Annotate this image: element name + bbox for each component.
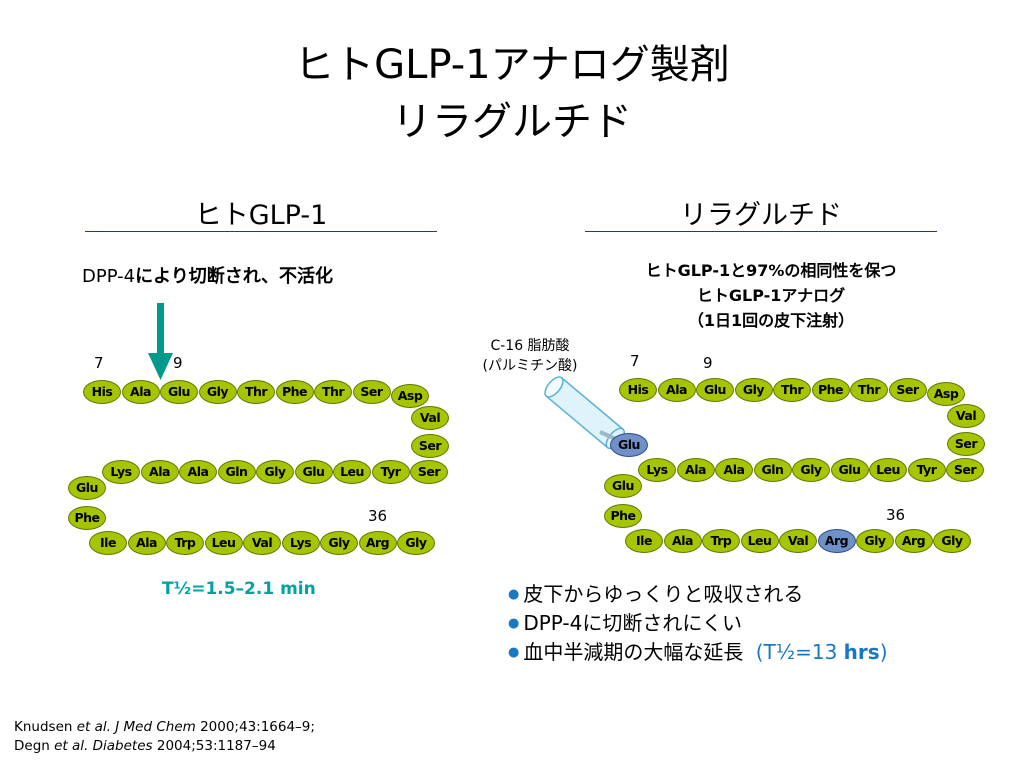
- left-dpp4-note: DPP-4により切断され、不活化: [82, 262, 333, 288]
- residue-row2: Ala: [676, 458, 715, 482]
- left-pos-9: 9: [173, 354, 183, 372]
- residue-row3: Leu: [204, 531, 243, 555]
- residue-row2: Lys: [638, 458, 676, 482]
- residue-row3: Gly: [933, 529, 971, 553]
- residue-row2: Gln: [217, 460, 256, 484]
- residue-row1: Asp: [391, 384, 429, 408]
- fatty-acid-label: C-16 脂肪酸 (パルミチン酸): [468, 336, 592, 376]
- right-heading-rule: [585, 231, 937, 232]
- residue-row1: Asp: [927, 382, 965, 406]
- right-heading: リラグルチド: [680, 200, 842, 231]
- benefit-list: ●皮下からゆっくりと吸収される ●DPP-4に切断されにくい ●血中半減期の大幅…: [508, 580, 888, 667]
- residue-right-col: Ser: [947, 432, 985, 456]
- residue-row1: Ala: [657, 378, 696, 402]
- residue-row3: Ile: [89, 531, 127, 555]
- residue-row1: Thr: [314, 380, 352, 404]
- benefit-item-1: ●皮下からゆっくりと吸収される: [508, 582, 804, 606]
- residue-row2: Tyr: [907, 458, 946, 482]
- residue-row2: Glu: [830, 458, 869, 482]
- residue-row2: Gly: [256, 460, 294, 484]
- residue-left-col: Phe: [604, 504, 642, 528]
- fatty-acid-line2: (パルミチン酸): [482, 358, 578, 374]
- residue-row3: Trp: [166, 531, 204, 555]
- bullet-icon: ●: [508, 587, 520, 602]
- slide-title-line1: ヒトGLP-1アナログ製剤: [294, 42, 730, 88]
- residue-row1: Thr: [773, 378, 811, 402]
- residue-row1: Ala: [121, 380, 160, 404]
- bullet-icon: ●: [508, 616, 520, 631]
- cleavage-arrow-icon: [148, 303, 173, 380]
- residue-row2: Ser: [410, 460, 448, 484]
- benefit-item-3: ●血中半減期の大幅な延長 (T½=13 hrs): [508, 640, 888, 664]
- residue-row1: Thr: [237, 380, 275, 404]
- residue-right-col: Val: [411, 406, 449, 430]
- residue-row2: Leu: [333, 460, 371, 484]
- left-heading: ヒトGLP-1: [194, 200, 328, 231]
- right-pos-36: 36: [886, 506, 906, 524]
- residue-row2: Lys: [102, 460, 140, 484]
- left-pos-36: 36: [368, 507, 388, 525]
- right-pos-7: 7: [630, 352, 640, 370]
- residue-row3: Ala: [127, 531, 166, 555]
- residue-row1: Thr: [850, 378, 888, 402]
- residue-row2: Glu: [294, 460, 333, 484]
- residue-row3: Gly: [397, 531, 435, 555]
- residue-row3: Ala: [663, 529, 702, 553]
- residue-row2: Tyr: [371, 460, 410, 484]
- residue-row1: Ser: [888, 378, 927, 402]
- attached-glu-residue: Glu: [610, 433, 648, 457]
- residue-row2: Ala: [140, 460, 179, 484]
- residue-row3: Arg: [817, 529, 856, 553]
- residue-row2: Ala: [179, 460, 217, 484]
- citation-1: Knudsen et al. J Med Chem 2000;43:1664–9…: [14, 719, 315, 735]
- residue-row1: His: [83, 380, 121, 404]
- residue-row3: Val: [243, 531, 281, 555]
- left-note-prefix: DPP-4: [82, 266, 136, 287]
- slide-title-line2: リラグルチド: [392, 99, 632, 145]
- residue-row1: Gly: [198, 380, 237, 404]
- citations: Knudsen et al. J Med Chem 2000;43:1664–9…: [14, 718, 315, 756]
- bullet-icon: ●: [508, 645, 520, 660]
- right-pos-9: 9: [703, 354, 713, 372]
- residue-row2: Gly: [792, 458, 830, 482]
- residue-row3: Arg: [894, 529, 933, 553]
- residue-row3: Gly: [320, 531, 358, 555]
- left-pos-7: 7: [94, 354, 104, 372]
- extended-half-life: (T½=13 hrs): [755, 640, 888, 664]
- residue-row1: Glu: [696, 378, 734, 402]
- right-homology-note: ヒトGLP-1と97%の相同性を保つ ヒトGLP-1アナログ （1日1回の皮下注…: [585, 258, 957, 333]
- residue-row1: Gly: [734, 378, 773, 402]
- half-life-label: T½=1.5–2.1 min: [162, 579, 316, 599]
- residue-row3: Trp: [702, 529, 740, 553]
- residue-right-col: Val: [947, 404, 985, 428]
- residue-row3: Lys: [281, 531, 320, 555]
- fatty-acid-line1: C-16 脂肪酸: [490, 338, 570, 354]
- residue-left-col: Glu: [68, 476, 106, 500]
- residue-row1: Phe: [275, 380, 314, 404]
- residue-row1: His: [619, 378, 657, 402]
- residue-row3: Arg: [358, 531, 397, 555]
- residue-row2: Gln: [753, 458, 792, 482]
- right-note-line3: （1日1回の皮下注射）: [687, 311, 855, 330]
- residue-row3: Leu: [740, 529, 779, 553]
- residue-row2: Ser: [946, 458, 984, 482]
- residue-left-col: Phe: [68, 506, 106, 530]
- residue-row3: Gly: [856, 529, 894, 553]
- residue-row3: Ile: [625, 529, 663, 553]
- residue-row2: Ala: [715, 458, 753, 482]
- residue-row1: Glu: [160, 380, 198, 404]
- residue-left-col: Glu: [604, 474, 642, 498]
- citation-2: Degn et al. Diabetes 2004;53:1187–94: [14, 738, 276, 754]
- residue-row3: Val: [779, 529, 817, 553]
- left-heading-rule: [85, 231, 437, 232]
- residue-row1: Phe: [811, 378, 850, 402]
- right-note-line2: ヒトGLP-1アナログ: [696, 286, 846, 305]
- residue-row2: Leu: [869, 458, 907, 482]
- right-note-line1: ヒトGLP-1と97%の相同性を保つ: [645, 261, 897, 280]
- residue-row1: Ser: [352, 380, 391, 404]
- left-note-rest: により切断され、不活化: [135, 266, 333, 287]
- benefit-item-2: ●DPP-4に切断されにくい: [508, 611, 742, 635]
- residue-right-col: Ser: [411, 434, 449, 458]
